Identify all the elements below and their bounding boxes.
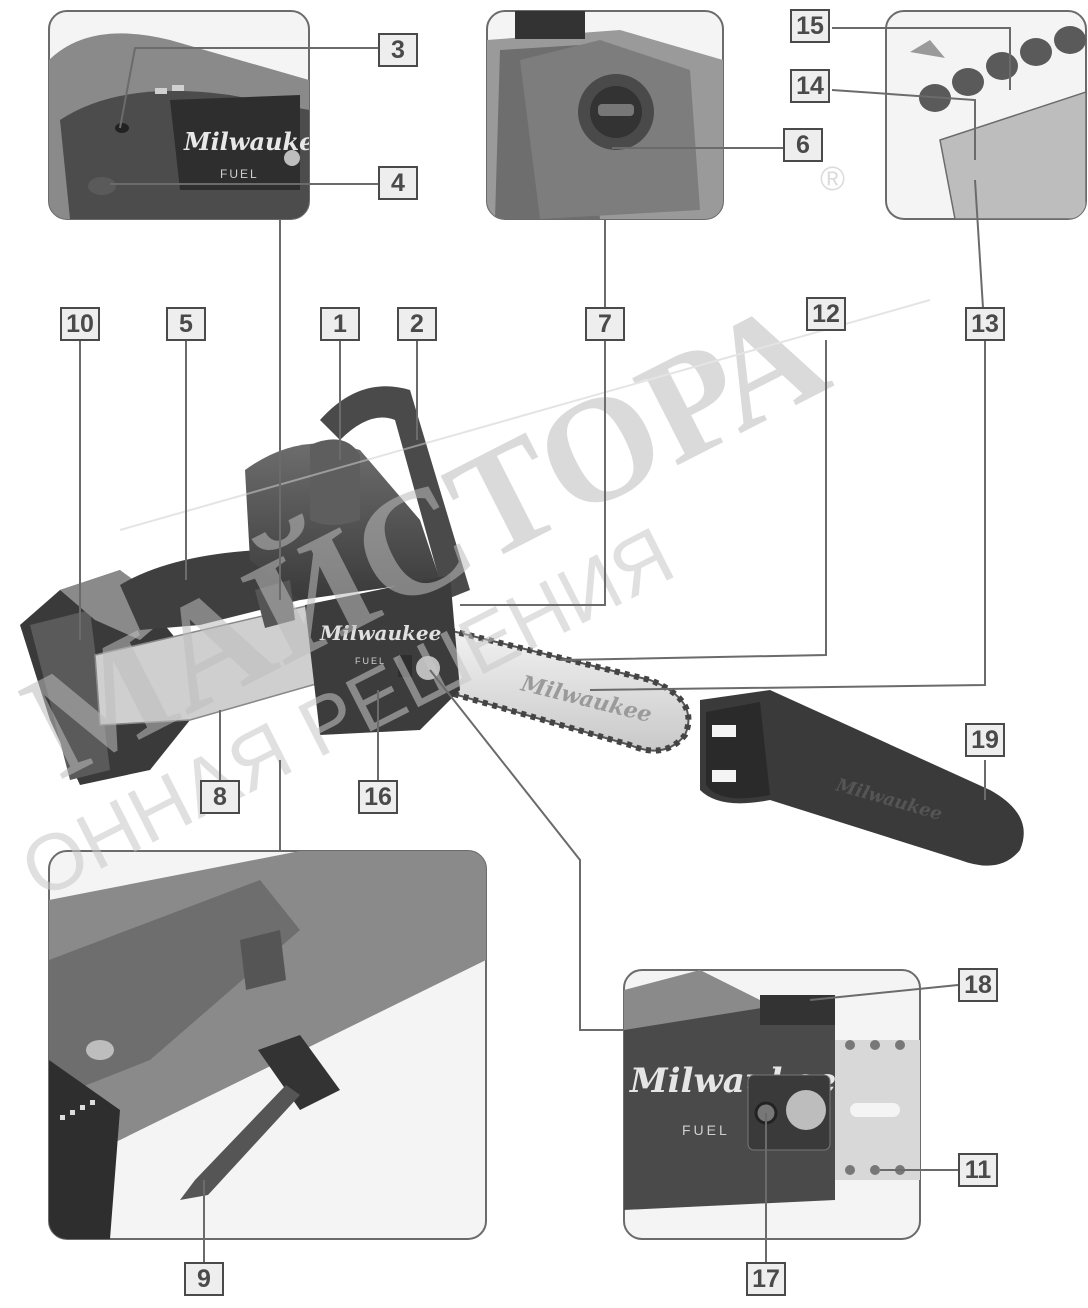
svg-text:FUEL: FUEL	[355, 656, 386, 666]
part-label-14: 14	[790, 69, 830, 103]
part-label-10: 10	[60, 307, 100, 341]
part-label-5: 5	[166, 307, 206, 341]
part-label-17: 17	[746, 1262, 786, 1296]
svg-text:FUEL: FUEL	[220, 167, 259, 181]
inset-chain-detail	[885, 10, 1087, 220]
part-label-2: 2	[397, 307, 437, 341]
part-label-11: 11	[958, 1153, 998, 1187]
part-label-18: 18	[958, 968, 998, 1002]
part-label-7: 7	[585, 307, 625, 341]
inset-chain-tensioner-detail	[486, 10, 724, 220]
part-label-12: 12	[806, 297, 846, 331]
chainsaw-main-view: Milwaukee Milwaukee FUEL	[20, 386, 692, 785]
part-label-4: 4	[378, 166, 418, 200]
bar-cover: Milwaukee	[700, 690, 1024, 866]
part-label-15: 15	[790, 9, 830, 43]
part-label-19: 19	[965, 723, 1005, 757]
part-label-6: 6	[783, 128, 823, 162]
svg-text:Milwaukee: Milwaukee	[183, 127, 330, 156]
top-handle	[320, 386, 470, 600]
part-label-9: 9	[184, 1262, 224, 1296]
inset-side-cover-detail: Milwaukee FUEL	[623, 969, 921, 1240]
part-label-16: 16	[358, 780, 398, 814]
inset-handle-detail: Milwaukee FUEL	[48, 10, 330, 220]
rear-handle	[120, 550, 300, 630]
svg-text:FUEL: FUEL	[682, 1122, 730, 1138]
side-cover	[305, 575, 460, 735]
svg-text:Milwaukee: Milwaukee	[319, 621, 441, 645]
guide-bar: Milwaukee	[439, 625, 692, 754]
part-label-3: 3	[378, 33, 418, 67]
part-label-1: 1	[320, 307, 360, 341]
part-label-13: 13	[965, 307, 1005, 341]
registered-mark: ®	[820, 160, 845, 198]
leader-lines	[79, 27, 1011, 1262]
part-label-8: 8	[200, 780, 240, 814]
inset-tool-holder-detail	[48, 850, 487, 1240]
